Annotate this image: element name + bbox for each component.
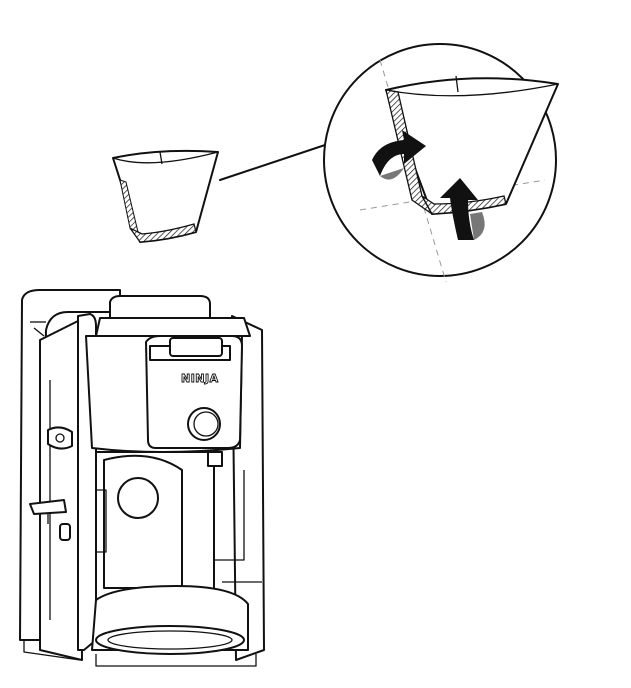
paper-filter xyxy=(112,149,219,243)
magnified-detail xyxy=(323,43,559,283)
callout-line xyxy=(219,141,335,181)
brand-logo: NINJA xyxy=(181,372,219,385)
push-arrow-side-icon xyxy=(372,130,426,176)
push-arrow-up-icon xyxy=(440,178,478,240)
control-dial[interactable] xyxy=(187,407,221,441)
coffee-maker: NINJA xyxy=(19,289,265,667)
